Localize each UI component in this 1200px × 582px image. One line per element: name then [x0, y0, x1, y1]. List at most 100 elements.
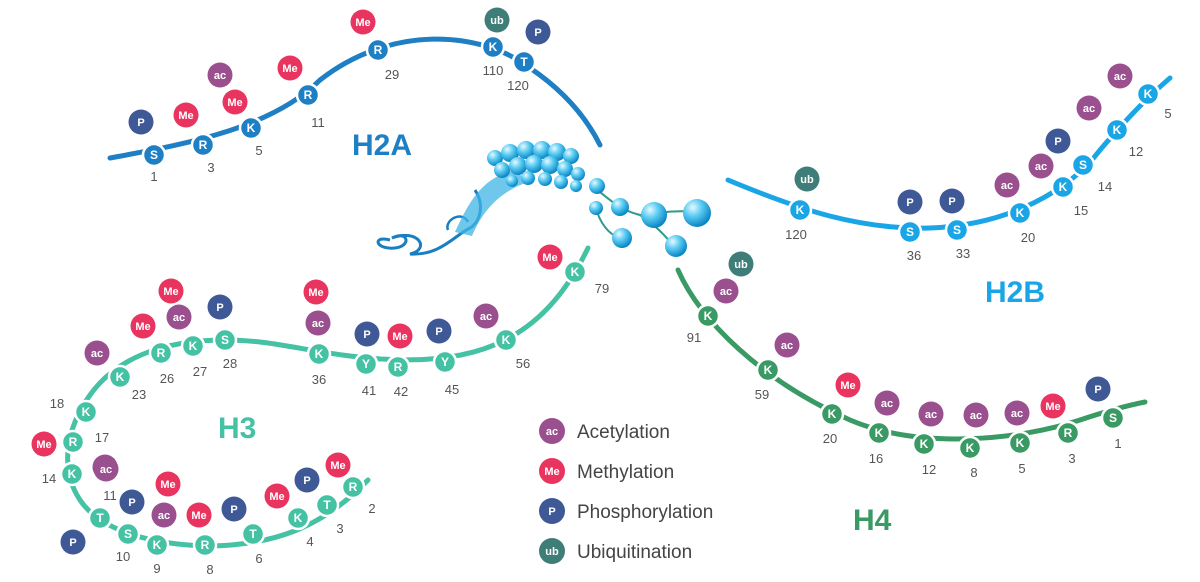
acetylation-marker-icon	[166, 304, 192, 330]
residue-number: 5	[255, 143, 262, 158]
residue-node	[144, 532, 170, 558]
residue-letter: T	[249, 527, 257, 541]
acetylation-marker-icon	[1004, 400, 1030, 426]
modification-label: Me	[542, 252, 557, 264]
residue-number: 33	[956, 246, 970, 261]
residue-number: 120	[507, 78, 529, 93]
methylation-marker-icon	[158, 278, 184, 304]
residue-node	[365, 37, 391, 63]
methylation-marker-icon	[173, 102, 199, 128]
modification-label: ac	[173, 312, 185, 324]
phosphorylation-marker-icon	[525, 19, 551, 45]
residue-letter: S	[1079, 158, 1087, 172]
bead	[538, 172, 552, 186]
linker-bead	[665, 235, 687, 257]
modification-label: Me	[135, 321, 150, 333]
acetylation-marker-icon	[1028, 153, 1054, 179]
modification-label: ac	[1114, 71, 1126, 83]
residue-node	[141, 142, 167, 168]
chain-label-h2b: H2B	[985, 276, 1045, 309]
acetylation-marker-icon	[93, 456, 119, 482]
linker-bead	[641, 202, 667, 228]
legend-label: Ubiquitination	[577, 542, 692, 563]
bead	[541, 156, 559, 174]
methylation-marker-icon	[303, 279, 329, 305]
chain-label-h3: H3	[218, 412, 256, 445]
residue-node	[695, 303, 721, 329]
residue-number: 41	[362, 383, 376, 398]
residue-number: 17	[95, 430, 109, 445]
modification-label: P	[1054, 136, 1061, 148]
bead	[517, 141, 535, 159]
modification-label: ac	[781, 340, 793, 352]
phosphorylation-marker-icon	[897, 189, 923, 215]
methylation-marker-icon	[835, 372, 861, 398]
residue-number: 20	[823, 431, 837, 446]
residue-letter: K	[502, 333, 511, 347]
modification-label: Me	[330, 460, 345, 472]
residue-number: 1	[150, 169, 157, 184]
residue-letter: Y	[362, 357, 370, 371]
legend-label: Phosphorylation	[577, 502, 713, 523]
residue-letter: K	[294, 511, 303, 525]
residue-node	[1104, 117, 1130, 143]
modification-label: Me	[163, 286, 178, 298]
bead	[554, 175, 568, 189]
bead	[506, 175, 518, 187]
modification-label: ub	[490, 15, 504, 27]
phosphorylation-marker-icon	[539, 498, 565, 524]
legend-label: Methylation	[577, 462, 674, 483]
residue-number: 36	[312, 372, 326, 387]
residue-node	[1007, 200, 1033, 226]
residue-number: 91	[687, 330, 701, 345]
residue-node	[240, 521, 266, 547]
residue-node	[180, 333, 206, 359]
residue-letter: K	[489, 40, 498, 54]
residue-node	[115, 521, 141, 547]
residue-node	[787, 197, 813, 223]
modification-label: ac	[158, 510, 170, 522]
residue-letter: R	[69, 435, 78, 449]
modification-label: P	[435, 326, 442, 338]
nucleosome-illustration	[376, 141, 711, 257]
linker-bead	[589, 201, 603, 215]
residue-number: 14	[42, 471, 56, 486]
residue-node	[340, 474, 366, 500]
residue-node	[480, 34, 506, 60]
acetylation-marker-icon	[84, 340, 110, 366]
legend-item-phosphorylation: P Phosphorylation	[539, 498, 713, 524]
residue-number: 4	[306, 534, 313, 549]
residue-node	[306, 341, 332, 367]
modification-label: ac	[214, 70, 226, 82]
residue-number: 12	[922, 462, 936, 477]
residue-letter: S	[150, 148, 158, 162]
chain-label-h2a: H2A	[352, 129, 412, 162]
phosphorylation-marker-icon	[119, 489, 145, 515]
modification-label: Me	[160, 479, 175, 491]
modification-label: P	[69, 537, 76, 549]
residue-number: 3	[336, 521, 343, 536]
modification-label: ac	[1001, 180, 1013, 192]
modification-label: Me	[308, 287, 323, 299]
residue-letter: K	[1016, 206, 1025, 220]
residue-letter: K	[704, 309, 713, 323]
modification-label: P	[363, 329, 370, 341]
residue-number: 6	[255, 551, 262, 566]
residue-letter: K	[68, 467, 77, 481]
bead-cluster	[487, 141, 585, 192]
legend-item-ubiquitination: ub Ubiquitination	[539, 538, 692, 564]
